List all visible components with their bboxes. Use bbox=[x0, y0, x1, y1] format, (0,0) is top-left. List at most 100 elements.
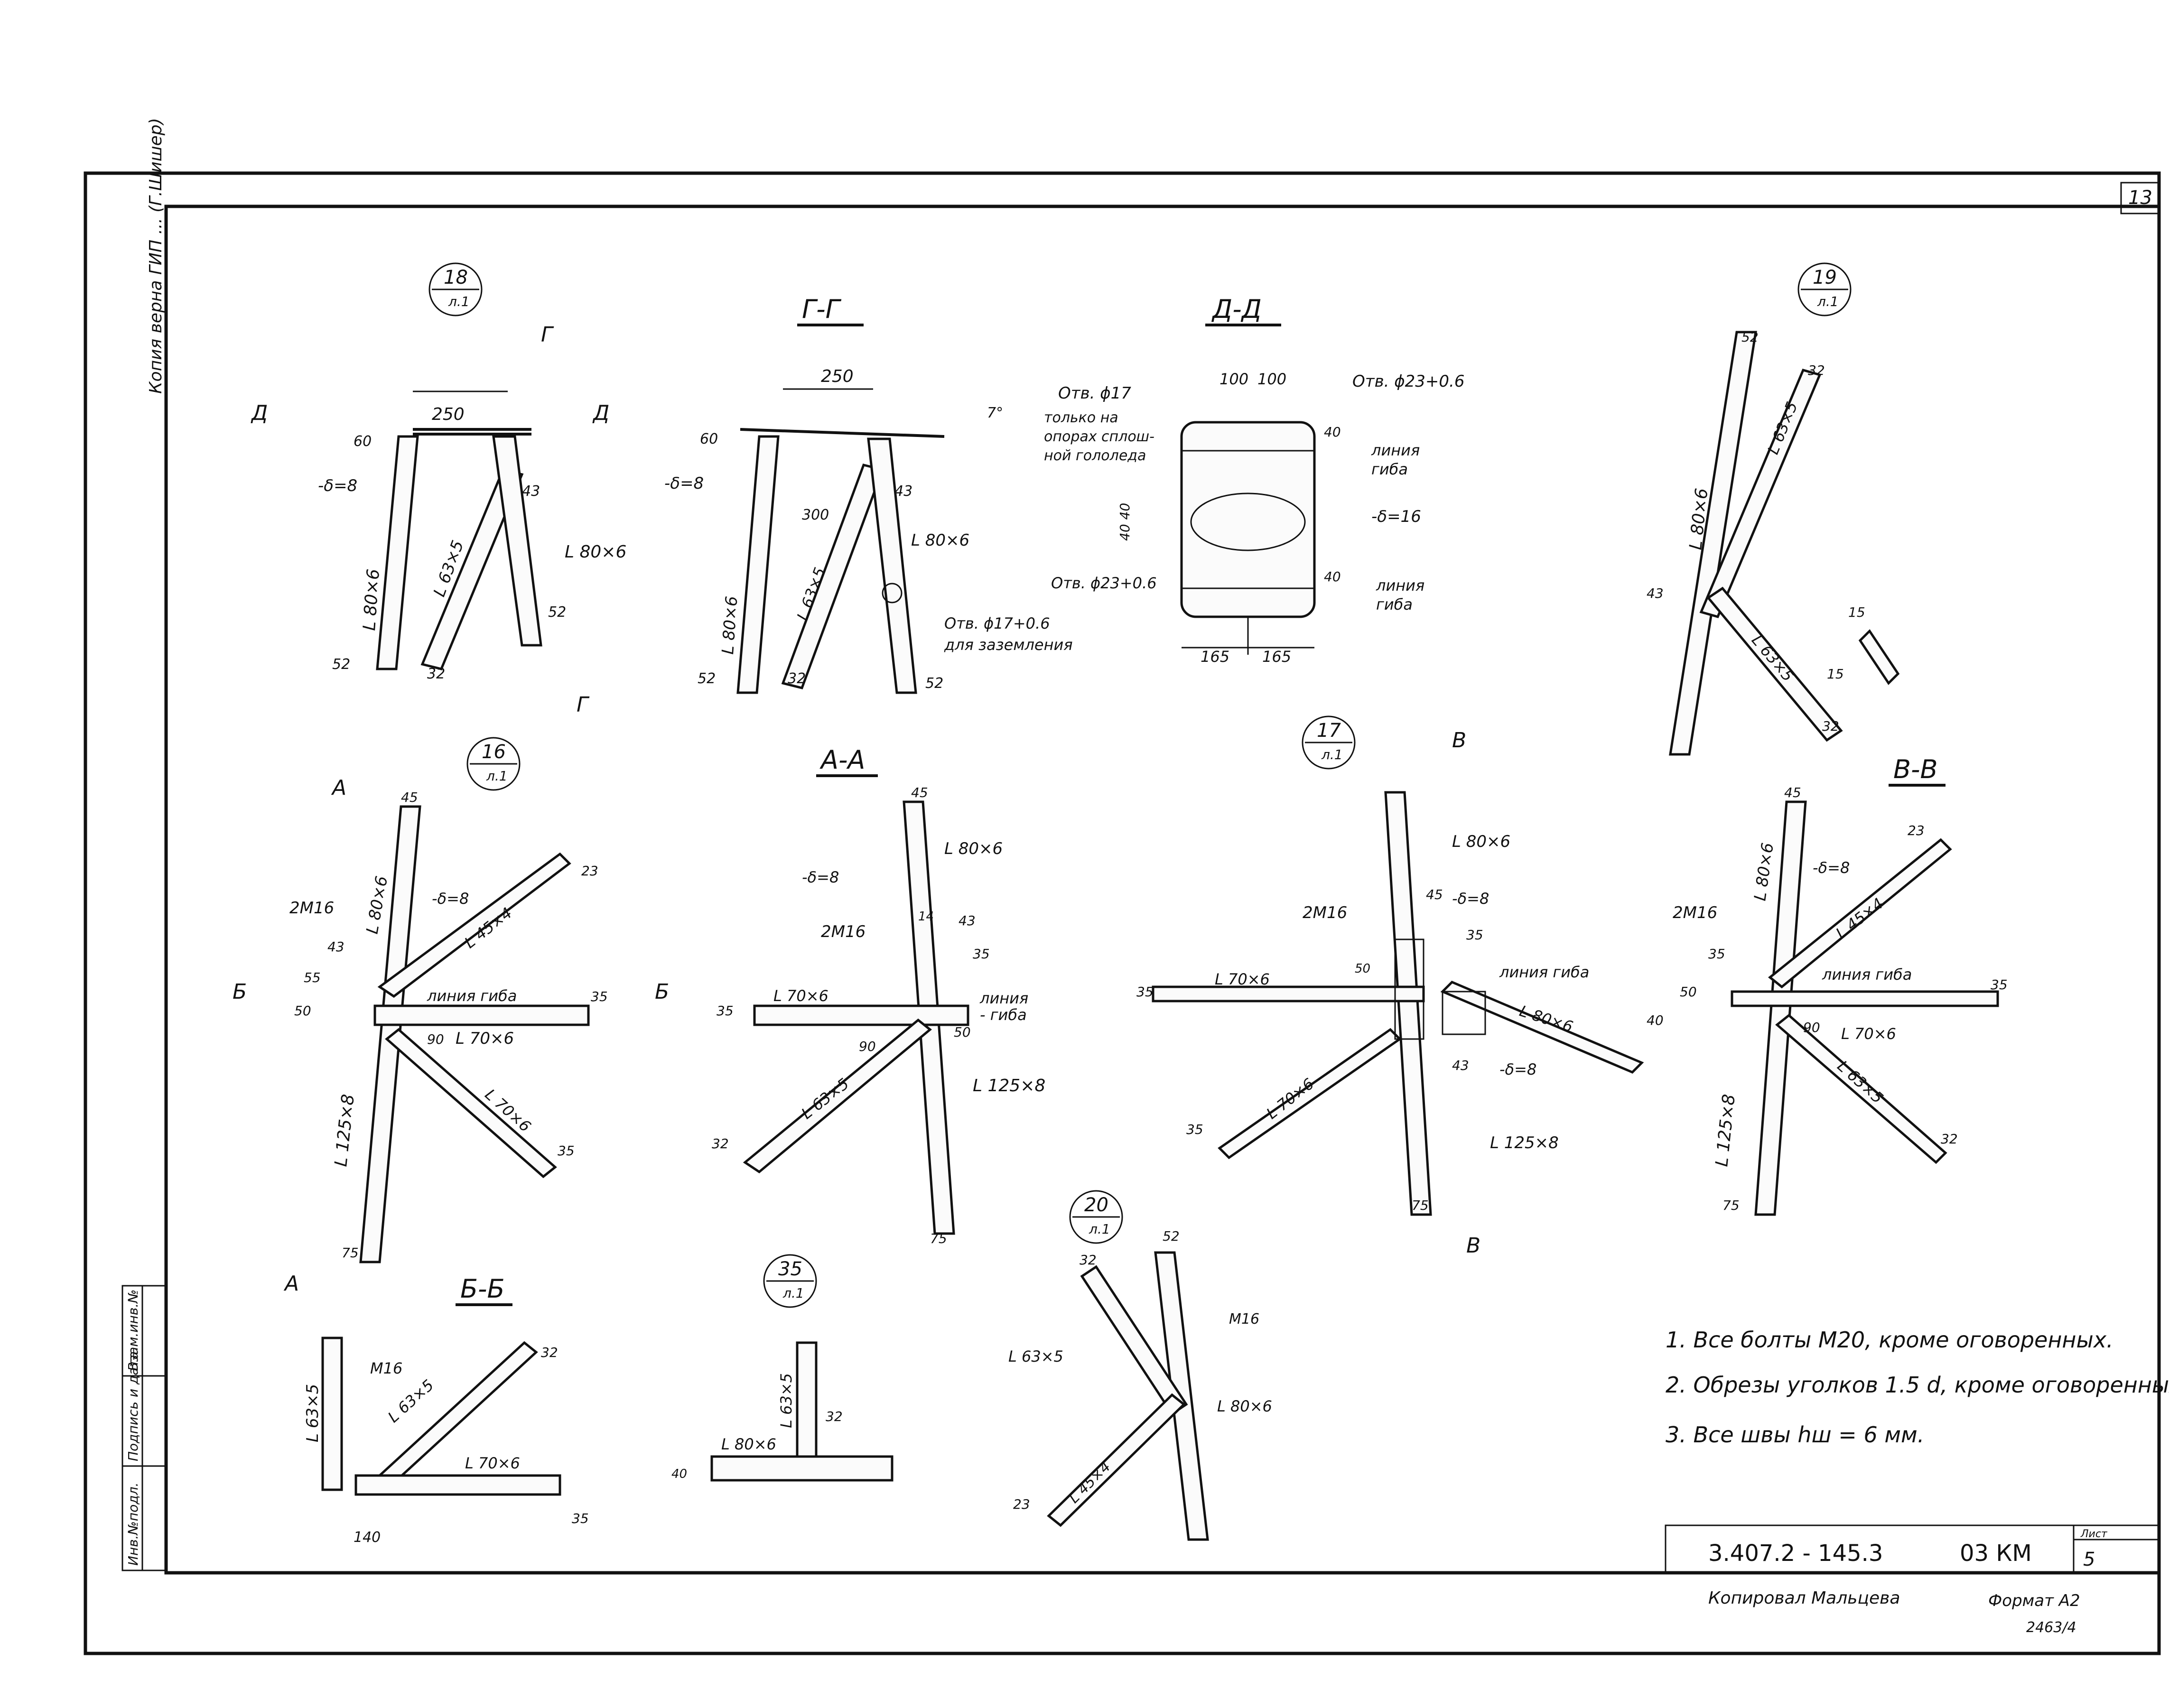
svg-text:M16: M16 bbox=[370, 1359, 402, 1377]
svg-text:55: 55 bbox=[304, 970, 321, 985]
svg-text:23: 23 bbox=[1013, 1496, 1030, 1512]
copy-verified-stamp: Копия верна ГИП ... (Г.Шишер) bbox=[146, 118, 166, 394]
svg-text:-δ=8: -δ=8 bbox=[1452, 890, 1489, 908]
angle-vertical bbox=[1754, 800, 1807, 1216]
svg-text:100: 100 bbox=[1257, 370, 1286, 388]
svg-text:40: 40 bbox=[1324, 424, 1341, 440]
svg-text:Отв. ϕ23+0.6: Отв. ϕ23+0.6 bbox=[1051, 574, 1157, 592]
svg-text:32: 32 bbox=[788, 670, 806, 687]
copied-by: Копировал Мальцева bbox=[1708, 1588, 1900, 1608]
svg-text:43: 43 bbox=[959, 913, 976, 928]
svg-text:90: 90 bbox=[1803, 1020, 1820, 1035]
svg-text:L 125×8: L 125×8 bbox=[1490, 1133, 1559, 1152]
svg-text:гиба: гиба bbox=[1371, 460, 1408, 478]
svg-text:L 80×6: L 80×6 bbox=[721, 1435, 776, 1453]
svg-text:В: В bbox=[1452, 728, 1466, 752]
gusset-plate bbox=[1394, 938, 1424, 1040]
node-18-number: 18 bbox=[444, 267, 468, 288]
svg-text:75: 75 bbox=[1722, 1197, 1740, 1213]
angle-70x6-horizontal bbox=[1731, 990, 1999, 1007]
section-dd-view: Д-Д 100 100 165 165 40 40 40 40 Отв. ϕ17… bbox=[1044, 294, 1464, 666]
svg-text:45: 45 bbox=[911, 785, 928, 800]
node-35-number: 35 bbox=[778, 1258, 802, 1280]
node-19-callout bbox=[1797, 262, 1852, 316]
svg-text:линия: линия bbox=[1371, 441, 1420, 459]
svg-text:л.1: л.1 bbox=[1321, 747, 1343, 762]
note-3: 3. Все швы hш = 6 мм. bbox=[1666, 1422, 1924, 1448]
svg-text:Г: Г bbox=[541, 323, 554, 347]
node-17-callout bbox=[1302, 715, 1356, 770]
svg-text:100: 100 bbox=[1219, 370, 1248, 388]
svg-text:L 125×8: L 125×8 bbox=[1712, 1093, 1739, 1168]
svg-text:15: 15 bbox=[1827, 666, 1844, 682]
svg-text:L 70×6: L 70×6 bbox=[1215, 970, 1270, 988]
svg-text:линия гиба: линия гиба bbox=[1499, 963, 1589, 981]
section-bb-title: Б-Б bbox=[460, 1274, 505, 1304]
svg-text:линия: линия bbox=[1376, 576, 1424, 594]
svg-text:50: 50 bbox=[1355, 962, 1370, 976]
svg-text:90: 90 bbox=[859, 1039, 876, 1054]
angle-70x6-horizontal bbox=[373, 1004, 590, 1026]
svg-text:45: 45 bbox=[401, 789, 418, 805]
svg-text:35: 35 bbox=[1186, 1122, 1203, 1137]
svg-text:50: 50 bbox=[294, 1003, 311, 1019]
svg-text:L 80×6: L 80×6 bbox=[565, 542, 626, 562]
svg-text:L 80×6: L 80×6 bbox=[360, 568, 383, 631]
svg-text:-δ=16: -δ=16 bbox=[1371, 507, 1421, 526]
svg-text:В: В bbox=[1466, 1234, 1480, 1258]
svg-text:35: 35 bbox=[717, 1003, 734, 1019]
svg-text:32: 32 bbox=[712, 1136, 729, 1151]
svg-text:-δ=8: -δ=8 bbox=[432, 890, 469, 908]
svg-text:2M16: 2M16 bbox=[821, 922, 866, 941]
svg-text:опорах сплош-: опорах сплош- bbox=[1044, 428, 1154, 445]
svg-text:Отв. ϕ23+0.6: Отв. ϕ23+0.6 bbox=[1352, 372, 1464, 391]
svg-text:52: 52 bbox=[1163, 1228, 1180, 1244]
svg-text:32: 32 bbox=[541, 1345, 558, 1360]
node-20-callout bbox=[1069, 1190, 1123, 1244]
svg-text:2M16: 2M16 bbox=[1303, 903, 1347, 922]
side-stamp: Копия верна ГИП ... (Г.Шишер) bbox=[146, 118, 166, 394]
section-vv-view: В-В L 80×6 L 45×4 L 70×6 L 63×5 L 125×8 … bbox=[1673, 754, 2008, 1216]
side-table bbox=[121, 1285, 167, 1571]
svg-text:L 70×6: L 70×6 bbox=[465, 1454, 520, 1472]
dim-250: 250 bbox=[432, 405, 465, 424]
svg-text:35: 35 bbox=[1708, 946, 1725, 962]
svg-text:л.1: л.1 bbox=[448, 294, 470, 309]
svg-text:L 63×5: L 63×5 bbox=[777, 1373, 795, 1428]
svg-text:Б: Б bbox=[233, 980, 247, 1004]
angle-63x5-upper bbox=[1699, 368, 1822, 619]
svg-text:35: 35 bbox=[572, 1511, 589, 1526]
node-19-number: 19 bbox=[1813, 267, 1837, 288]
section-gg-view: Г-Г 250 60 7° L 80×6 L 63×5 L 80×6 -δ=8 … bbox=[664, 294, 1073, 694]
angle-70x6-horizontal bbox=[1152, 985, 1425, 1003]
node-18-callout bbox=[428, 262, 483, 316]
svg-text:-δ=8: -δ=8 bbox=[1499, 1060, 1536, 1078]
svg-text:L 80×6: L 80×6 bbox=[911, 531, 969, 550]
note-1: 1. Все болты М20, кроме оговоренных. bbox=[1666, 1327, 2113, 1353]
svg-text:L 80×6: L 80×6 bbox=[718, 595, 741, 655]
svg-text:60: 60 bbox=[354, 433, 372, 450]
svg-text:-δ=8: -δ=8 bbox=[318, 476, 357, 495]
svg-text:L 63×5: L 63×5 bbox=[303, 1384, 322, 1442]
angle-70x6 bbox=[753, 1004, 969, 1026]
svg-text:52: 52 bbox=[698, 670, 716, 687]
svg-text:40: 40 bbox=[1647, 1012, 1664, 1028]
angle-vertical bbox=[359, 805, 421, 1263]
gusset-plate-2 bbox=[1442, 991, 1486, 1035]
document-type: 03 КМ bbox=[1960, 1540, 2032, 1567]
angle-63x5 bbox=[1775, 1013, 1947, 1164]
svg-text:L 70×6: L 70×6 bbox=[456, 1029, 514, 1048]
svg-text:32: 32 bbox=[1822, 718, 1839, 734]
svg-text:2M16: 2M16 bbox=[289, 899, 334, 918]
svg-text:300: 300 bbox=[802, 507, 829, 523]
svg-text:- гиба: - гиба bbox=[980, 1006, 1027, 1024]
section-bb-view: Б-Б L 63×5 L 63×5 L 70×6 M16 32 140 35 bbox=[303, 1274, 589, 1546]
svg-text:52: 52 bbox=[1741, 329, 1759, 345]
svg-text:L 63×5: L 63×5 bbox=[1748, 631, 1797, 685]
svg-text:43: 43 bbox=[894, 483, 912, 500]
archive-stamp: 2463/4 bbox=[2026, 1619, 2076, 1636]
svg-text:32: 32 bbox=[1941, 1131, 1958, 1147]
svg-text:L 63×5: L 63×5 bbox=[384, 1376, 438, 1426]
svg-text:ной гололеда: ной гололеда bbox=[1044, 447, 1146, 464]
svg-text:L 80×6: L 80×6 bbox=[1452, 832, 1510, 851]
